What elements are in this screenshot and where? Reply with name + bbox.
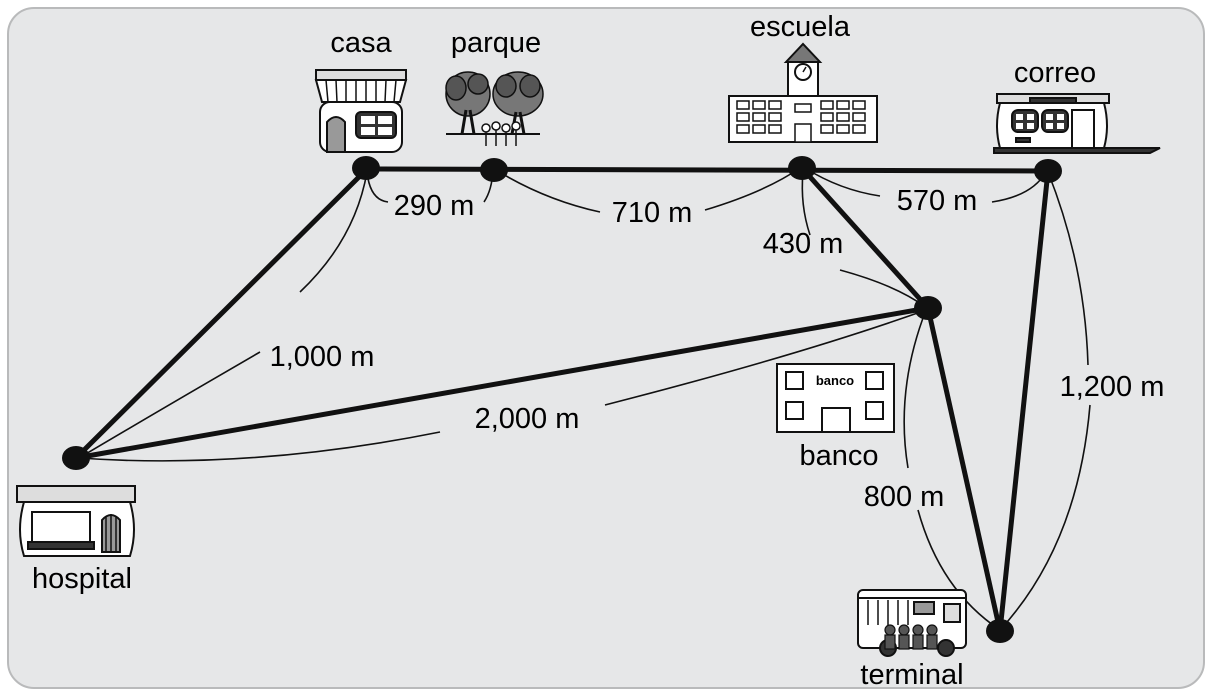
arc-casa-hospital-bottom: [78, 351, 261, 459]
distance-hospital-banco: 2,000 m: [475, 403, 580, 435]
arc-hospital-banco-right: [604, 309, 927, 406]
node-escuela: [788, 156, 816, 180]
label-casa: casa: [330, 27, 392, 59]
distance-labels: 290 m 710 m 570 m 430 m 1,000 m 2,000 m …: [270, 185, 1165, 513]
node-hospital: [62, 446, 90, 470]
road-casa-hospital: [73, 166, 370, 461]
arc-correo-terminal-bottom: [999, 404, 1091, 631]
park-icon: [445, 71, 544, 146]
arc-parque-escuela-left: [495, 169, 601, 213]
node-banco: [914, 296, 942, 320]
road-escuela-banco: [799, 165, 931, 311]
distance-casa-hospital: 1,000 m: [270, 341, 375, 373]
label-correo: correo: [1014, 57, 1096, 89]
bank-icon: banco: [776, 363, 895, 433]
distance-casa-parque: 290 m: [394, 190, 475, 222]
node-correo: [1034, 159, 1062, 183]
label-terminal: terminal: [860, 659, 963, 691]
distance-escuela-banco: 430 m: [763, 228, 844, 260]
distance-banco-terminal: 800 m: [864, 481, 945, 513]
label-escuela: escuela: [750, 11, 851, 43]
road-casa-correo: [364, 166, 1051, 174]
node-parque: [480, 158, 508, 182]
road-banco-terminal: [925, 305, 1003, 634]
bank-sign: banco: [816, 373, 854, 388]
node-terminal: [986, 619, 1014, 643]
house-icon: [314, 69, 408, 153]
arc-banco-terminal-top: [903, 309, 927, 469]
school-icon: [728, 42, 878, 143]
distance-escuela-correo: 570 m: [897, 185, 978, 217]
nodes: [62, 156, 1062, 643]
distance-parque-escuela: 710 m: [612, 197, 693, 229]
label-parque: parque: [451, 27, 541, 59]
arc-banco-terminal-bottom: [917, 509, 1001, 631]
node-casa: [352, 156, 380, 180]
arc-hospital-banco-left: [78, 431, 441, 462]
road-hospital-banco: [73, 305, 931, 461]
arc-casa-hospital-top: [299, 171, 368, 293]
distance-arcs: [78, 167, 1091, 631]
post-office-icon: [993, 93, 1161, 154]
arc-correo-terminal-top: [1047, 171, 1089, 366]
diagram-background: [7, 7, 1205, 689]
place-labels: casa parque escuela correo hospital banc…: [32, 11, 1096, 691]
label-banco: banco: [799, 440, 878, 472]
bus-icon: [857, 589, 967, 657]
road-edges: [73, 165, 1051, 634]
label-hospital: hospital: [32, 563, 132, 595]
distance-correo-terminal: 1,200 m: [1060, 371, 1165, 403]
hospital-icon: [16, 485, 136, 557]
road-correo-terminal: [997, 168, 1051, 634]
